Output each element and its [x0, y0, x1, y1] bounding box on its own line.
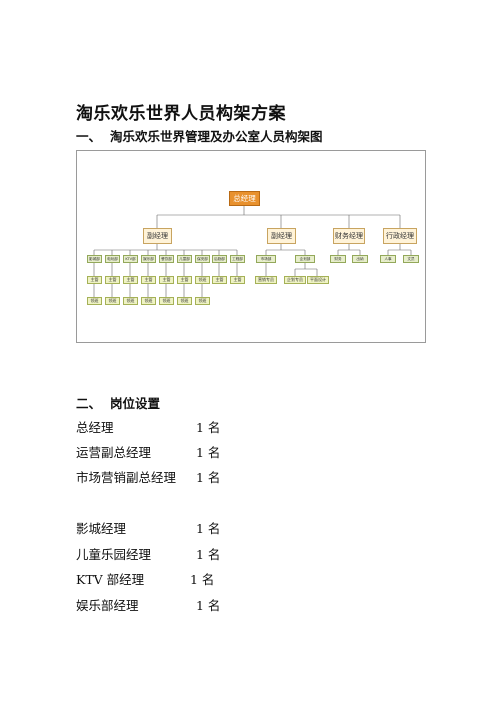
section-1-text: 淘乐欢乐世界管理及办公室人员构架图: [110, 129, 323, 144]
position-count: 1 名: [190, 572, 215, 587]
org-node-staff: 企划专员: [284, 276, 306, 284]
org-node-dept: 影城部: [87, 255, 102, 263]
org-node-supervisor: 主管: [105, 276, 120, 284]
position-row: 市场营销副总经理 1 名: [76, 467, 220, 486]
org-node-dept: 后勤部: [212, 255, 227, 263]
org-node-supervisor: 主管: [177, 276, 192, 284]
org-node-dept: 娱乐部: [141, 255, 156, 263]
section-2-text: 岗位设置: [110, 396, 161, 411]
org-chart-lines: [93, 206, 412, 297]
org-node-dept: 保安部: [195, 255, 210, 263]
position-label: 影城经理: [76, 521, 127, 536]
position-row: KTV 部经理 1 名: [76, 569, 214, 588]
org-node-admin-item: 人事: [380, 255, 396, 263]
position-label: 儿童乐园经理: [76, 547, 152, 562]
org-node-staff: 平面设计: [307, 276, 329, 284]
position-count: 1 名: [196, 470, 221, 485]
org-node-foreman: 领班: [177, 297, 192, 305]
org-node-foreman: 领班: [159, 297, 174, 305]
org-node-admin-manager: 行政经理: [383, 228, 417, 244]
org-node-finance-item: 出纳: [352, 255, 368, 263]
org-node-foreman: 领班: [87, 297, 102, 305]
org-node-supervisor: 主管: [230, 276, 245, 284]
document-title: 淘乐欢乐世界人员构架方案: [76, 104, 286, 124]
section-1-heading: 一、淘乐欢乐世界管理及办公室人员构架图: [76, 126, 323, 145]
org-node-finance-item: 财务: [330, 255, 346, 263]
position-count: 1 名: [196, 420, 221, 435]
section-1-number: 一、: [76, 129, 102, 144]
position-row: 儿童乐园经理 1 名: [76, 544, 220, 563]
org-node-dept: 餐饮部: [159, 255, 174, 263]
org-node-finance-manager: 财务经理: [333, 228, 365, 244]
org-node-supervisor: 主管: [159, 276, 174, 284]
org-node-supervisor: 领班: [195, 276, 210, 284]
org-node-foreman: 领班: [195, 297, 210, 305]
org-node-foreman: 领班: [141, 297, 156, 305]
org-node-foreman: 领班: [105, 297, 120, 305]
org-node-supervisor: 主管: [87, 276, 102, 284]
org-node-dept: 市场部: [256, 255, 276, 263]
position-label: 市场营销副总经理: [76, 470, 177, 485]
position-label: 娱乐部经理: [76, 598, 139, 613]
position-row: 影城经理 1 名: [76, 518, 220, 537]
position-count: 1 名: [196, 521, 221, 536]
org-node-dept: 儿童部: [177, 255, 192, 263]
org-node-supervisor: 主管: [212, 276, 227, 284]
org-node-vice-manager-marketing: 副经理: [267, 228, 296, 244]
org-node-dept: KTV部: [123, 255, 138, 263]
org-node-supervisor: 主管: [123, 276, 138, 284]
section-2-number: 二、: [76, 396, 102, 411]
org-chart: 总经理 副经理 副经理 财务经理 行政经理 影城部 电玩部 KTV部 娱乐部 餐…: [76, 150, 426, 343]
org-node-dept: 企划部: [295, 255, 315, 263]
org-node-staff: 营销专员: [255, 276, 277, 284]
position-row: 总经理 1 名: [76, 417, 220, 436]
position-label: KTV 部经理: [76, 572, 145, 587]
org-node-supervisor: 主管: [141, 276, 156, 284]
position-row: 运营副总经理 1 名: [76, 442, 220, 461]
org-node-general-manager: 总经理: [229, 191, 260, 206]
position-count: 1 名: [196, 598, 221, 613]
org-node-admin-item: 文员: [403, 255, 419, 263]
position-label: 运营副总经理: [76, 445, 152, 460]
org-node-dept: 工程部: [230, 255, 245, 263]
section-2-heading: 二、岗位设置: [76, 393, 160, 412]
position-count: 1 名: [196, 445, 221, 460]
position-label: 总经理: [76, 420, 114, 435]
position-row: 娱乐部经理 1 名: [76, 595, 220, 614]
org-node-foreman: 领班: [123, 297, 138, 305]
org-node-dept: 电玩部: [105, 255, 120, 263]
org-node-vice-manager-operations: 副经理: [143, 228, 172, 244]
position-count: 1 名: [196, 547, 221, 562]
